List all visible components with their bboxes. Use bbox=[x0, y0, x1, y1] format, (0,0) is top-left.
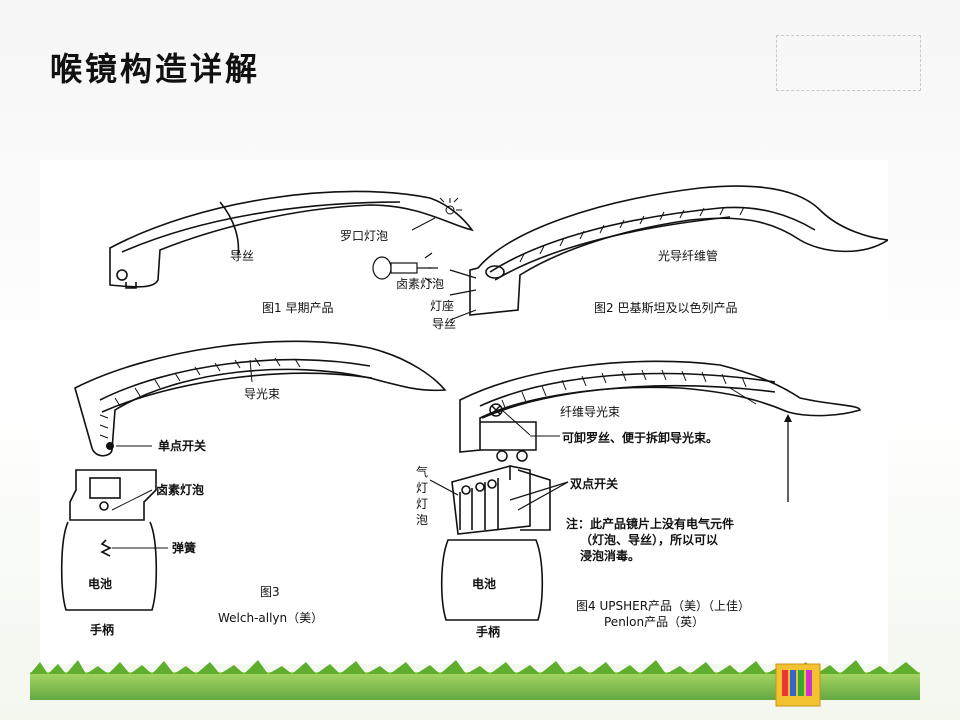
fig2-label-wire: 导丝 bbox=[432, 317, 456, 331]
fig4-label-battery: 电池 bbox=[472, 576, 496, 591]
fig2-label-halogen: 卤素灯泡 bbox=[396, 277, 444, 291]
fig4-label-gas-3: 灯 bbox=[416, 497, 428, 511]
fig4-label-gas-4: 泡 bbox=[416, 513, 428, 527]
fig3-blade bbox=[74, 340, 447, 457]
fig4-label-handle: 手柄 bbox=[476, 624, 500, 639]
fig4-label-double-switch: 双点开关 bbox=[570, 476, 618, 491]
fig4-label-removable: 可卸罗丝、便于拆卸导光束。 bbox=[562, 430, 718, 445]
fig3-label-battery: 电池 bbox=[88, 576, 112, 591]
fig2-caption: 图2 巴基斯坦及以色列产品 bbox=[594, 301, 737, 315]
fig2-halogen-bulb-icon bbox=[372, 252, 438, 284]
fig4-blade bbox=[459, 360, 861, 453]
fig3-label-halogen: 卤素灯泡 bbox=[156, 482, 204, 497]
fig3-handle bbox=[60, 469, 158, 611]
fig1-caption: 图1 早期产品 bbox=[262, 301, 333, 315]
fig4-note-2: （灯泡、导丝），所以可以 bbox=[580, 532, 718, 547]
fig4-label-gas-1: 气 bbox=[416, 464, 428, 479]
laryngoscope-figure: 导丝 罗口灯泡 图1 早期产品 光导纤维管 卤素灯泡 灯座 导丝 图2 巴基斯坦… bbox=[40, 160, 888, 664]
fig2-label-socket: 灯座 bbox=[430, 298, 454, 313]
fig3-label-single-switch: 单点开关 bbox=[158, 438, 206, 453]
crayon-box-icon bbox=[775, 663, 821, 707]
fig3-caption: 图3 bbox=[260, 585, 280, 599]
fig2-blade bbox=[469, 185, 888, 316]
fig4-label-gas-2: 灯 bbox=[416, 481, 428, 495]
fig4-handle bbox=[440, 465, 551, 621]
fig1-label-bulb: 罗口灯泡 bbox=[340, 229, 388, 243]
fig1-label-wire: 导丝 bbox=[230, 249, 254, 263]
fig1-wire-line bbox=[219, 201, 240, 256]
placeholder-box bbox=[776, 35, 921, 91]
slide-title: 喉镜构造详解 bbox=[50, 50, 261, 88]
fig4-hatch bbox=[501, 369, 747, 411]
fig3-hatch bbox=[99, 357, 301, 439]
fig3-brand: Welch-allyn（美） bbox=[218, 611, 323, 625]
fig4-caption-2: Penlon产品（英） bbox=[604, 615, 704, 629]
fig2-label-fiber-tube: 光导纤维管 bbox=[658, 248, 718, 263]
fig4-note-1: 注：此产品镜片上没有电气元件 bbox=[566, 516, 734, 531]
fig4-caption-1: 图4 UPSHER产品（美）（上佳） bbox=[576, 599, 750, 613]
fig3-label-spring: 弹簧 bbox=[172, 540, 196, 555]
fig1-bulb-icon bbox=[411, 197, 462, 231]
fig4-label-fiber-bundle: 纤维导光束 bbox=[560, 405, 620, 419]
fig2-hatch bbox=[519, 206, 745, 263]
fig3-label-handle: 手柄 bbox=[90, 622, 114, 637]
grass-border bbox=[30, 660, 920, 707]
fig3-label-light-bundle: 导光束 bbox=[244, 387, 280, 401]
fig4-note-3: 浸泡消毒。 bbox=[580, 548, 640, 563]
fig1-blade bbox=[109, 190, 474, 289]
